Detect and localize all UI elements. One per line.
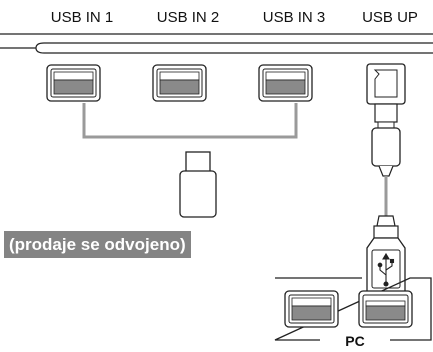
usb-a-port-icon	[284, 290, 339, 328]
pc-label: PC	[320, 331, 390, 351]
usb-a-port-icon	[152, 64, 207, 102]
usb-flash-drive-icon	[179, 151, 217, 218]
usb-up-label: USB UP	[362, 9, 418, 26]
usb-a-port-icon	[46, 64, 101, 102]
usb-b-port-icon	[366, 63, 406, 105]
usb-in-3-label: USB IN 3	[262, 9, 326, 26]
usb-in-2-label: USB IN 2	[156, 9, 220, 26]
usb-symbol-icon	[377, 252, 395, 287]
hub-bracket-line	[82, 103, 298, 139]
usb-b-plug-icon	[371, 103, 401, 177]
sold-separately-note: (prodaje se odvojeno)	[4, 231, 191, 258]
usb-in-1-label: USB IN 1	[50, 9, 114, 26]
usb-a-port-icon	[358, 290, 413, 328]
monitor-edge	[0, 33, 433, 54]
usb-a-port-icon	[258, 64, 313, 102]
usb-a-plug-icon	[366, 215, 406, 302]
